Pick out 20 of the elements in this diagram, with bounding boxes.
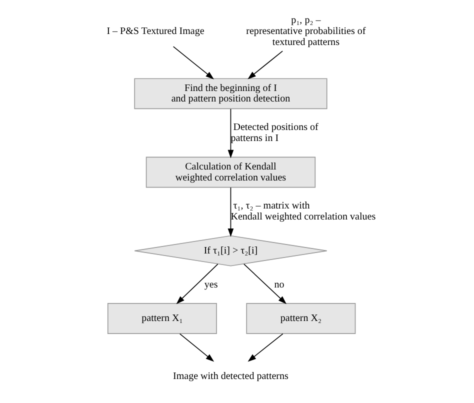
node-text: I – P&S Textured Image — [106, 26, 204, 37]
arrow — [176, 264, 218, 304]
arrow — [244, 264, 287, 304]
edge-label: no — [274, 279, 284, 290]
arrow — [248, 333, 284, 362]
edge-label: yes — [204, 279, 218, 290]
arrow — [248, 50, 283, 80]
node-box: pattern X₂ — [246, 303, 356, 334]
edge-label: Detected positions of patterns in I — [230, 122, 318, 144]
node-text: p₁, p₂ – representative probabilities of textured patterns — [246, 15, 366, 48]
arrow — [179, 333, 214, 362]
node-text: Image with detected patterns — [173, 370, 288, 382]
arrow — [172, 46, 214, 80]
node-box: pattern X₁ — [107, 303, 217, 334]
arrow — [228, 108, 234, 158]
edge-label: τ₁, τ₂ – matrix with Kendall weighted correlation values — [230, 200, 376, 223]
node-box: Find the beginning of I and pattern position detection — [134, 78, 328, 110]
node-box: Calculation of Kendall weighted correlation values — [146, 156, 316, 188]
node-diamond: If τ₁[i] > τ₂[i] — [134, 235, 328, 266]
arrow — [228, 187, 234, 237]
